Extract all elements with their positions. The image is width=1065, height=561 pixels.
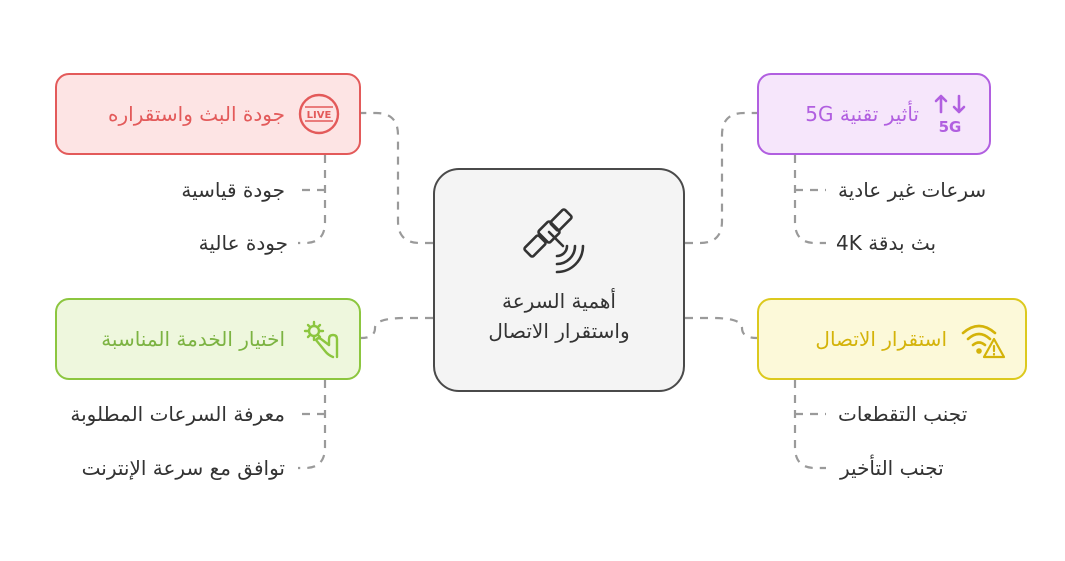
- topic-label: استقرار الاتصال: [815, 327, 947, 351]
- leaf-required-speeds: معرفة السرعات المطلوبة: [70, 402, 285, 426]
- topic-stream-quality: LIVE جودة البث واستقراره: [55, 73, 361, 155]
- live-icon: LIVE: [297, 92, 341, 136]
- svg-text:LIVE: LIVE: [307, 110, 332, 121]
- topic-stability: استقرار الاتصال: [757, 298, 1027, 380]
- leaf-internet-compatibility: توافق مع سرعة الإنترنت: [81, 456, 285, 480]
- leaf-extraordinary-speeds: سرعات غير عادية: [838, 178, 987, 202]
- leaf-4k-streaming: بث بدقة 4K: [836, 231, 937, 255]
- center-title-line1: أهمية السرعة: [502, 289, 616, 313]
- topic-label: تأثير تقنية 5G: [805, 102, 919, 126]
- center-title-line2: واستقرار الاتصال: [488, 319, 630, 343]
- leaf-avoid-interruptions: تجنب التقطعات: [838, 402, 968, 426]
- wifi-warning-icon: [959, 317, 1007, 361]
- leaf-high-quality: جودة عالية: [198, 231, 288, 255]
- topic-choose-service: اختيار الخدمة المناسبة: [55, 298, 361, 380]
- topic-label: جودة البث واستقراره: [108, 102, 285, 126]
- satellite-icon: [523, 202, 599, 282]
- gear-hand-icon: [297, 317, 341, 361]
- topic-5g: 5G تأثير تقنية 5G: [757, 73, 991, 155]
- leaf-avoid-delay: تجنب التأخير: [840, 456, 944, 480]
- leaf-standard-quality: جودة قياسية: [181, 178, 285, 202]
- 5g-icon: 5G: [931, 92, 971, 136]
- svg-text:5G: 5G: [939, 118, 962, 136]
- center-title: أهمية السرعة واستقرار الاتصال: [435, 286, 683, 346]
- topic-label: اختيار الخدمة المناسبة: [101, 327, 285, 351]
- center-node: أهمية السرعة واستقرار الاتصال: [433, 168, 685, 392]
